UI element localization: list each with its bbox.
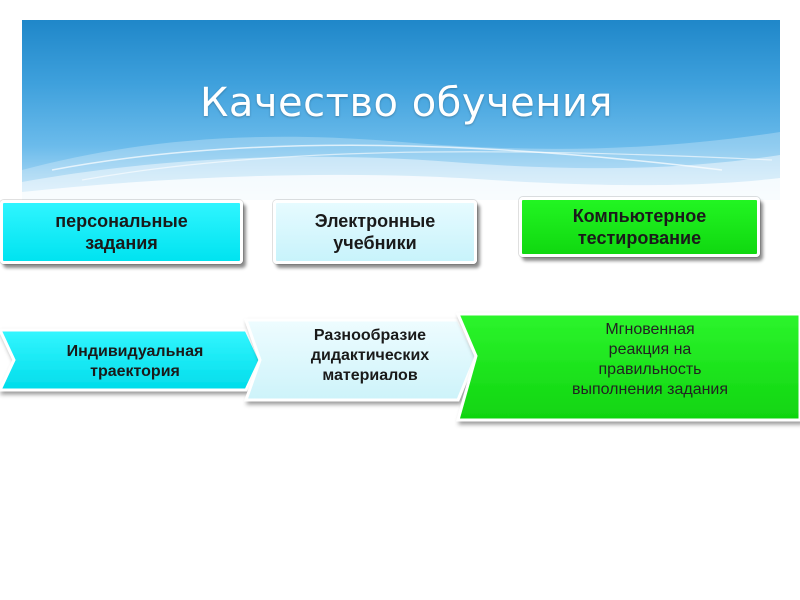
box-electronic-textbooks-label: Электронные учебники: [314, 211, 436, 253]
box-computer-testing-label: Компьютерное тестирование: [572, 206, 707, 248]
chevron-didactic-materials-label: Разнообразие дидактических материалов: [310, 327, 430, 384]
chevron-instant-feedback-label: Мгновенная реакция на правильность выпол…: [571, 321, 729, 398]
box-electronic-textbooks: Электронные учебники: [273, 200, 477, 264]
slide-title: Качество обучения: [200, 80, 613, 126]
chevron-2-shape: [243, 318, 478, 402]
chevron-1-shape: [0, 328, 262, 392]
box-computer-testing: Компьютерное тестирование: [519, 197, 760, 257]
banner-waves: [22, 132, 780, 200]
chevron-individual-path-label: Индивидуальная траектория: [66, 343, 204, 380]
box-personal-tasks-label: персональные задания: [55, 211, 188, 253]
title-banner: Качество обучения: [22, 20, 780, 200]
chevron-process-row: [0, 312, 800, 422]
chevron-3-shape: [455, 312, 800, 422]
box-personal-tasks: персональные задания: [0, 200, 243, 264]
